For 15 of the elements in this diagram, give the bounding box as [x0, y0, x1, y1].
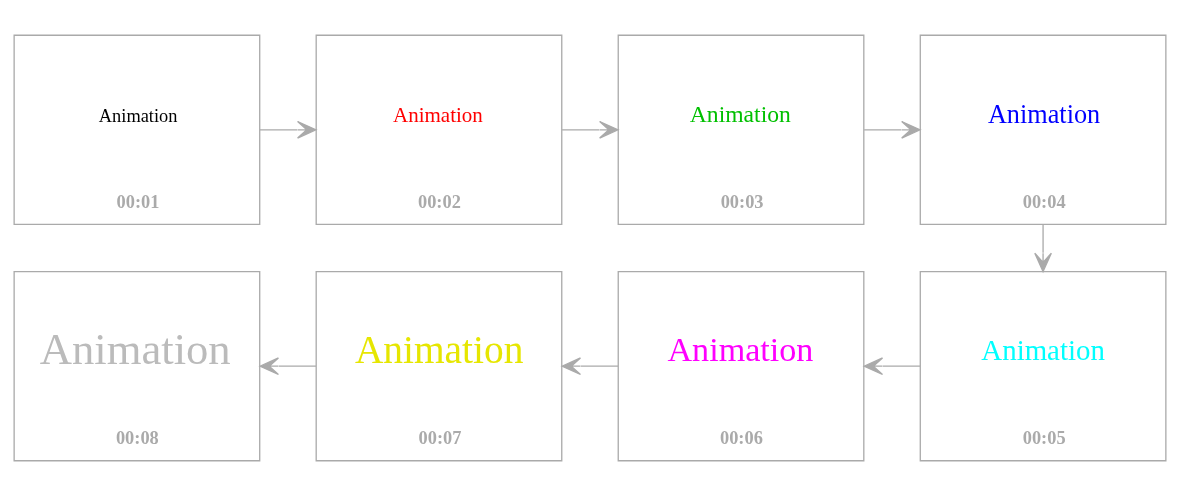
arrow — [863, 357, 921, 376]
node-box: Animation 00:08 — [13, 271, 261, 462]
node-box: Animation 00:04 — [919, 34, 1167, 225]
node-box: Animation 00:02 — [315, 34, 563, 225]
arrow — [561, 120, 619, 139]
node-box: Animation 00:01 — [13, 34, 261, 225]
arrow — [259, 120, 317, 139]
arrow — [259, 357, 317, 376]
arrow — [863, 120, 921, 139]
node-box: Animation 00:05 — [919, 271, 1167, 462]
arrow — [561, 357, 619, 376]
node-box: Animation 00:03 — [617, 34, 865, 225]
node-box: Animation 00:06 — [617, 271, 865, 462]
arrow — [1034, 223, 1052, 273]
node-box: Animation 00:07 — [315, 271, 563, 462]
